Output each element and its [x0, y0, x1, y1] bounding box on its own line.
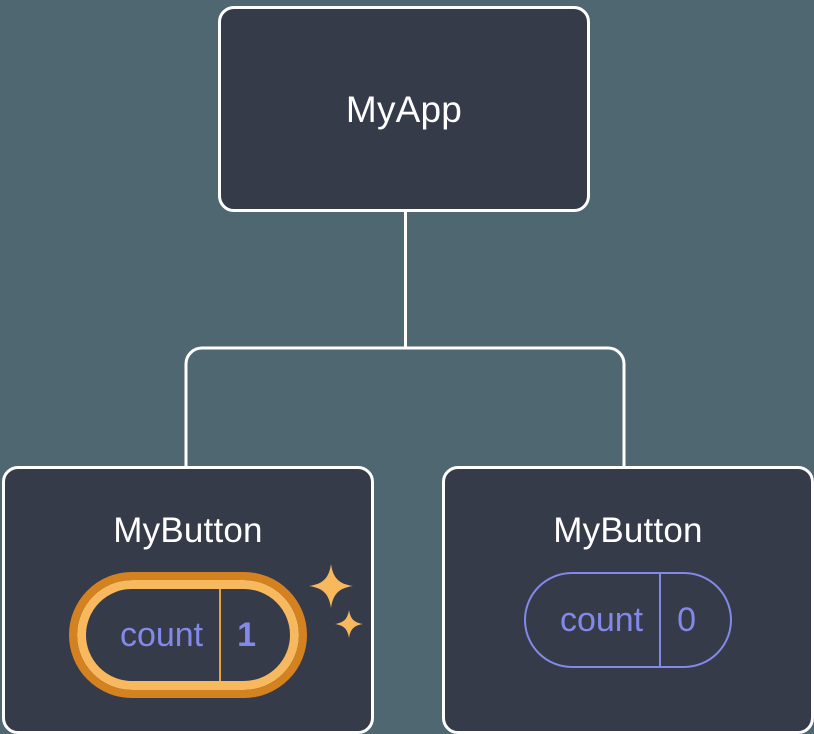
state-pill-left-value: 1: [237, 616, 257, 654]
connector-branch-left: [184, 346, 406, 466]
connector-branch-right: [405, 346, 626, 466]
state-pill-left-divider: [219, 589, 222, 681]
sparkle-small-icon: [335, 610, 364, 638]
state-pill-right-value: 0: [677, 601, 697, 639]
node-myapp-label: MyApp: [345, 88, 463, 130]
state-pill-right-key: count: [559, 601, 644, 639]
state-pill-right-wrap: count 0: [523, 572, 733, 668]
node-mybutton-right-label: MyButton: [553, 511, 703, 550]
state-pill-left[interactable]: count 1: [68, 572, 308, 698]
node-mybutton-right[interactable]: MyButton count 0: [442, 466, 814, 734]
node-mybutton-left-content: MyButton count 1: [5, 513, 371, 698]
node-myapp[interactable]: MyApp: [218, 6, 590, 212]
state-pill-left-inner-ring: count 1: [76, 580, 300, 690]
state-pill-right[interactable]: count 0: [523, 572, 733, 668]
state-pill-left-key: count: [119, 616, 204, 654]
node-mybutton-left[interactable]: MyButton count 1: [2, 466, 374, 734]
node-mybutton-left-label: MyButton: [113, 511, 263, 550]
sparkle-large-icon: [309, 564, 354, 608]
state-pill-left-wrap: count 1: [68, 564, 364, 698]
node-mybutton-right-content: MyButton count 0: [445, 513, 811, 668]
state-pill-right-divider: [659, 574, 662, 666]
